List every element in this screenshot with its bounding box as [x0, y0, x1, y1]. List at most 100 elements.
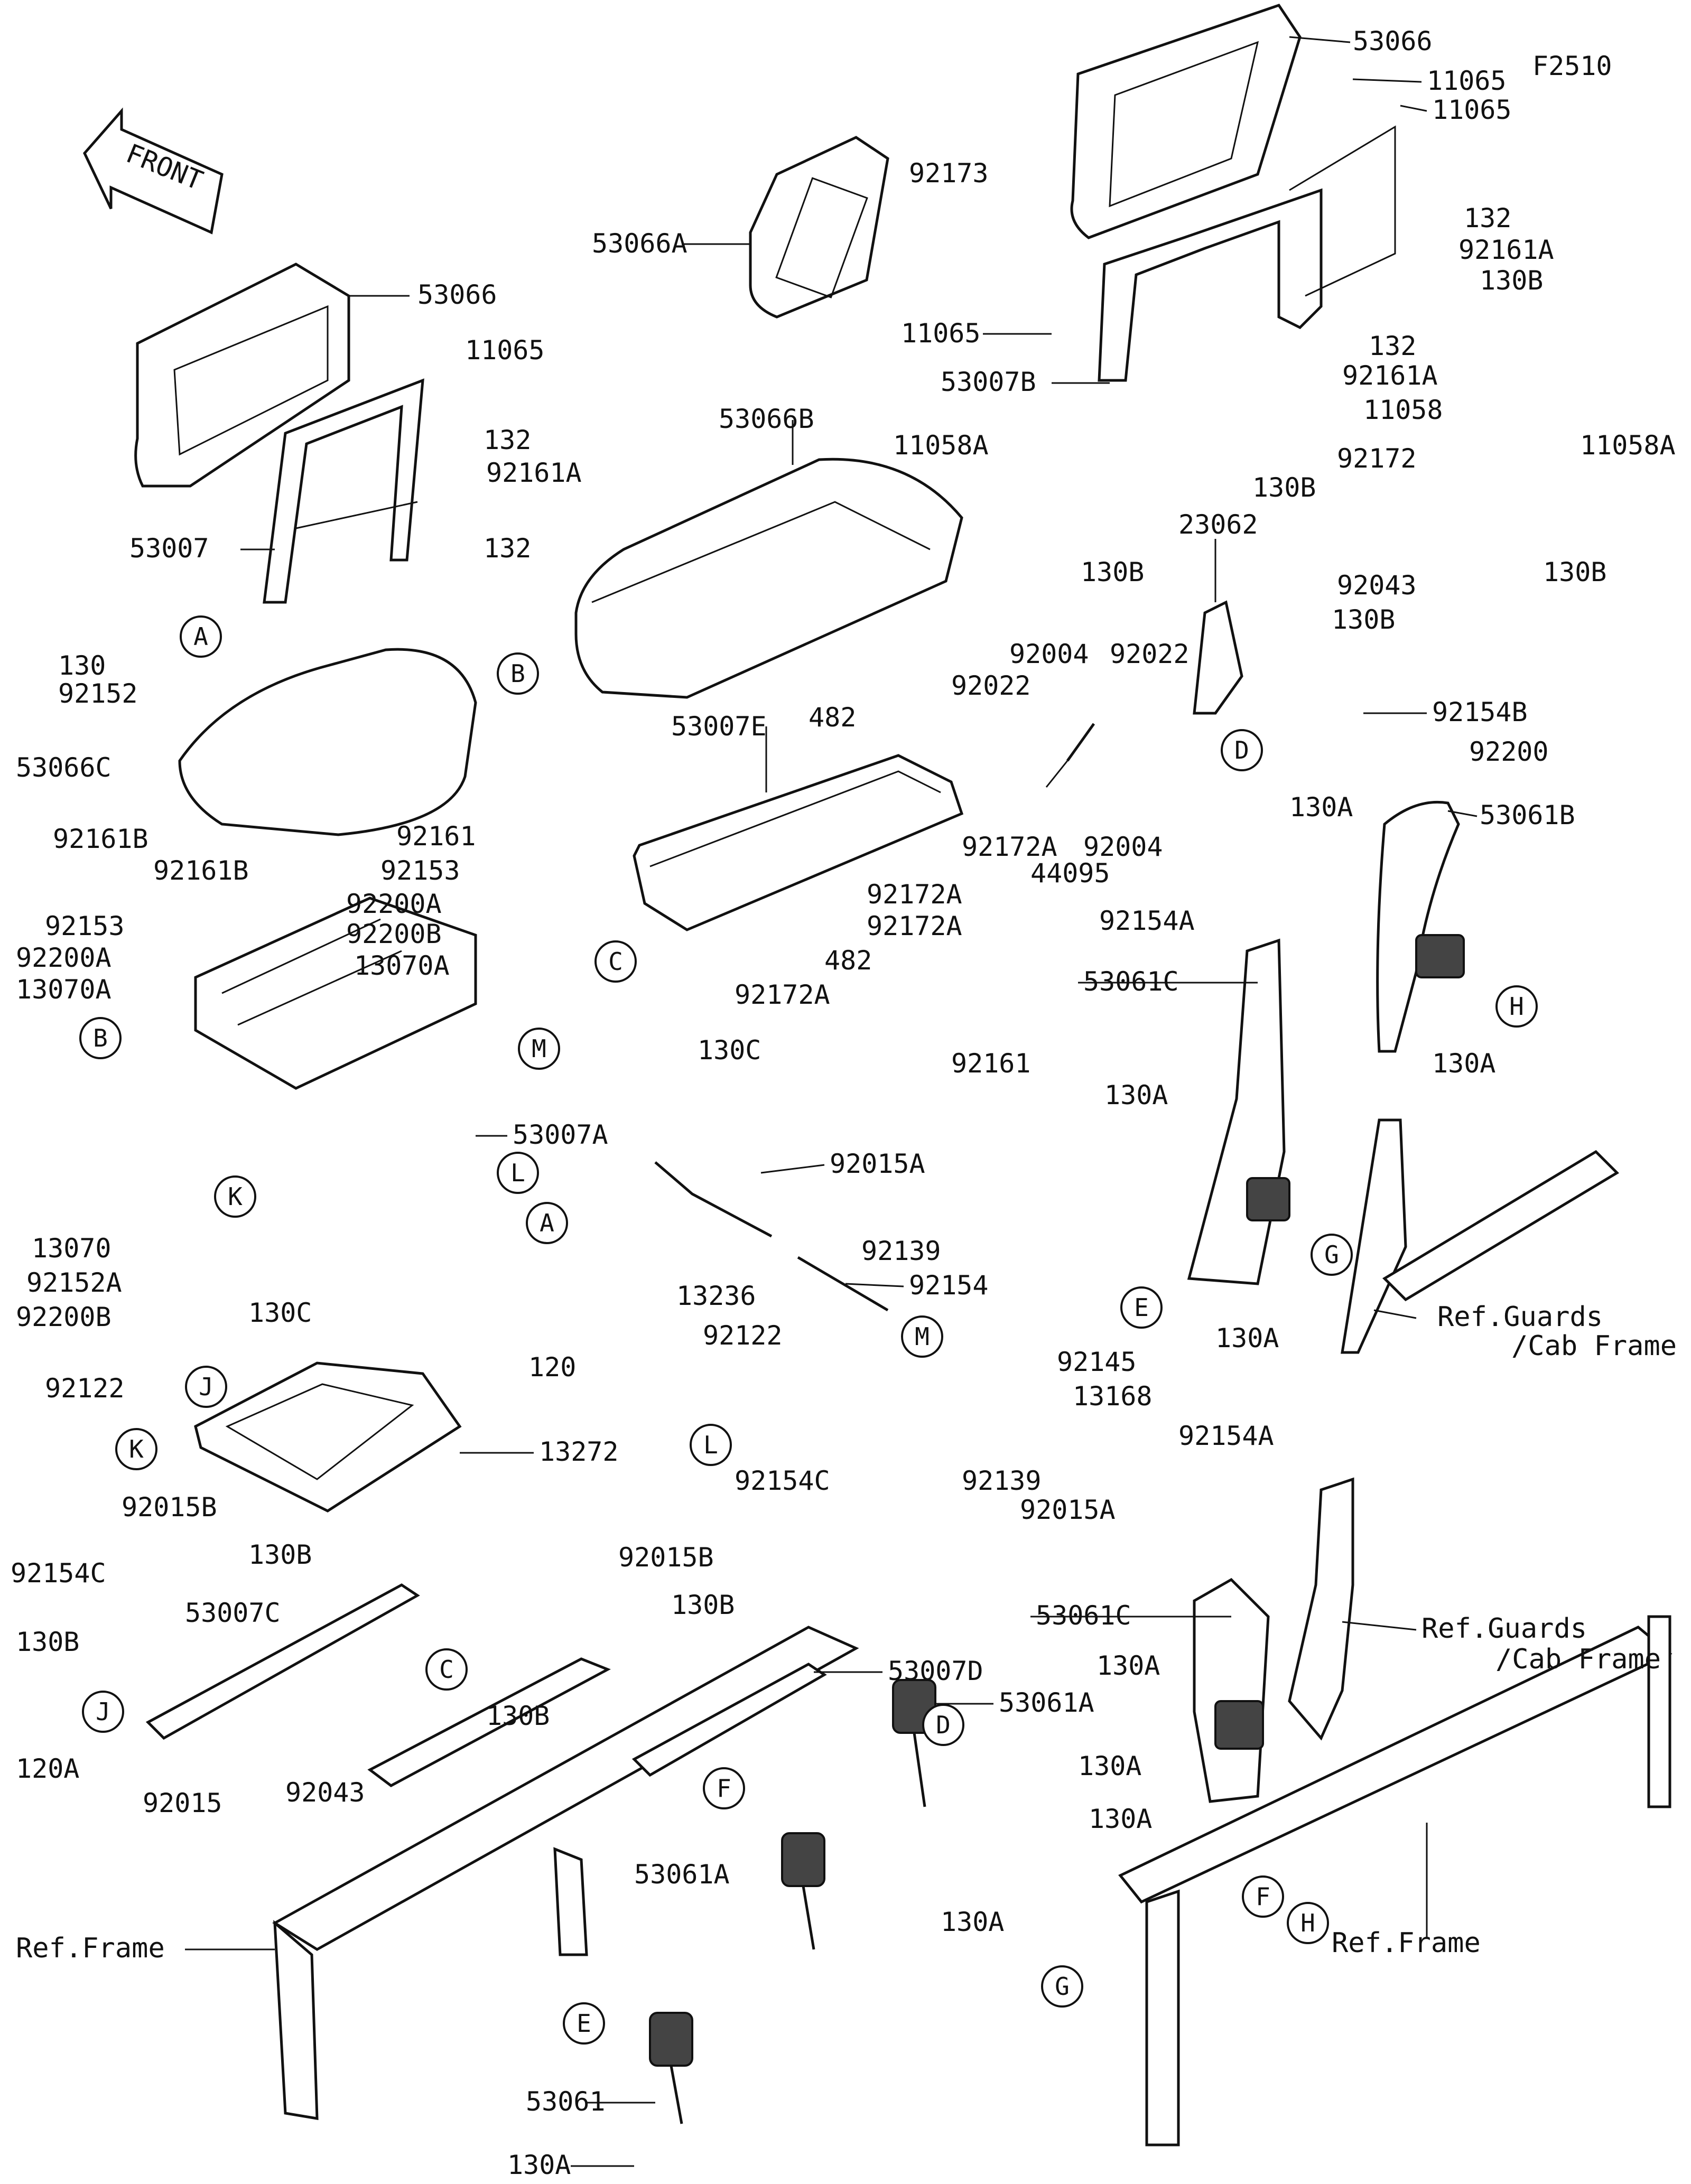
seat-frame-53007B-icon — [1098, 125, 1396, 382]
seat-belt-53061C-icon — [1187, 938, 1290, 1285]
label-92161A-left: 92161A — [486, 458, 582, 488]
label-482-b: 482 — [824, 945, 872, 976]
callout-B2: B — [79, 1017, 122, 1059]
callout-M1: M — [518, 1028, 560, 1070]
callout-H2: H — [1287, 1902, 1329, 1944]
headrest-53066-left-icon — [134, 263, 350, 488]
label-92161-b: 92161 — [951, 1048, 1031, 1079]
callout-K1: K — [214, 1175, 256, 1218]
label-132-a: 132 — [1464, 203, 1511, 234]
svg-text:B: B — [510, 659, 525, 688]
label-53061C-a: 53061C — [1083, 966, 1179, 997]
label-92015A-b: 92015A — [1020, 1495, 1116, 1525]
label-53066-top: 53066 — [1353, 26, 1433, 57]
callout-G2: G — [1041, 1965, 1083, 2008]
label-13070: 13070 — [32, 1233, 112, 1264]
label-92154: 92154 — [909, 1270, 989, 1301]
callout-C1: C — [594, 940, 637, 983]
label-92154A-b: 92154A — [1178, 1421, 1274, 1451]
label-482-a: 482 — [809, 702, 856, 733]
label-23062: 23062 — [1178, 509, 1258, 540]
seat-cushion-53066C-icon — [178, 648, 477, 836]
label-53066B: 53066B — [719, 404, 814, 434]
part-labels: 53066 11065 11065 92173 53066A 132 92161… — [11, 26, 1676, 2180]
label-92122-b: 92122 — [45, 1373, 125, 1404]
label-92172A-d: 92172A — [735, 979, 830, 1010]
ref-frame-right: Ref.Frame — [1332, 1927, 1481, 1959]
ref-guards-1-line1: Ref.Guards — [1437, 1301, 1603, 1333]
label-130C-a: 130C — [698, 1035, 761, 1066]
label-92173: 92173 — [909, 158, 989, 189]
figure-code: F2510 — [1532, 51, 1612, 81]
svg-text:K: K — [129, 1435, 144, 1463]
label-130A-a: 130A — [1289, 792, 1353, 823]
label-53007D: 53007D — [888, 1656, 983, 1686]
svg-text:H: H — [1509, 992, 1524, 1021]
label-53061A-b: 53061A — [634, 1859, 730, 1890]
label-130A-d: 130A — [1215, 1323, 1279, 1354]
buckle-53061-icon — [649, 2012, 693, 2124]
svg-text:M: M — [532, 1034, 546, 1063]
rail-53007D-icon — [631, 1663, 827, 1777]
label-132-b: 132 — [1369, 331, 1416, 361]
label-92154A-a: 92154A — [1099, 906, 1195, 936]
label-92122-a: 92122 — [703, 1320, 783, 1351]
headrest-53066-top-icon — [1070, 4, 1302, 239]
svg-text:F: F — [717, 1774, 731, 1803]
callout-A2: A — [526, 1202, 568, 1244]
label-130B-c: 130B — [1081, 557, 1144, 587]
callout-F2: F — [1242, 1875, 1284, 1918]
svg-text:D: D — [936, 1711, 951, 1739]
svg-text:A: A — [540, 1209, 554, 1237]
label-92022-b: 92022 — [1110, 639, 1190, 669]
label-130A-h: 130A — [1089, 1804, 1152, 1834]
callout-G1: G — [1311, 1234, 1353, 1276]
label-53007: 53007 — [129, 533, 209, 564]
callout-J1: J — [185, 1366, 227, 1408]
label-130B-g: 130B — [671, 1590, 735, 1620]
label-13168: 13168 — [1073, 1381, 1153, 1412]
label-53061: 53061 — [526, 2086, 606, 2117]
label-53066C: 53066C — [16, 752, 112, 783]
label-92153-b: 92153 — [45, 911, 125, 941]
label-92172A-c: 92172A — [867, 911, 962, 941]
label-13272: 13272 — [539, 1436, 619, 1467]
label-130B-a: 130B — [1480, 265, 1543, 296]
label-92172A-b: 92172A — [867, 879, 962, 910]
label-92200B-a: 92200B — [346, 919, 442, 949]
label-130B-e: 130B — [1332, 604, 1395, 635]
callout-B1: B — [497, 652, 539, 695]
label-92022-a: 92022 — [951, 670, 1031, 701]
svg-text:K: K — [228, 1182, 243, 1211]
label-92200A-a: 92200A — [346, 889, 442, 919]
label-132-left-a: 132 — [484, 425, 531, 455]
label-92004-b: 92004 — [1083, 832, 1163, 862]
label-53061A-a: 53061A — [999, 1687, 1094, 1718]
label-44095: 44095 — [1030, 858, 1110, 889]
label-53007B: 53007B — [941, 367, 1036, 397]
seat-slide-53007A-icon — [194, 897, 477, 1090]
label-53066A: 53066A — [592, 228, 687, 259]
callout-J2: J — [82, 1691, 124, 1733]
label-130A-i: 130A — [507, 2150, 571, 2180]
label-53007A: 53007A — [513, 1119, 608, 1150]
label-13070A-a: 13070A — [354, 950, 450, 981]
label-92172: 92172 — [1337, 443, 1417, 474]
label-11065-c: 11065 — [901, 318, 981, 349]
buckle-53061A-upper-icon — [892, 1679, 936, 1807]
svg-text:D: D — [1234, 736, 1249, 764]
callout-E1: E — [1120, 1286, 1163, 1329]
svg-text:C: C — [439, 1655, 454, 1684]
ref-guards-2-line2: /Cab Frame — [1495, 1644, 1661, 1675]
label-92161A-b: 92161A — [1342, 360, 1438, 391]
label-92043-a: 92043 — [1337, 570, 1417, 601]
svg-text:F: F — [1256, 1882, 1270, 1911]
label-130B-h: 130B — [16, 1627, 79, 1657]
svg-text:J: J — [199, 1373, 213, 1401]
label-92154B: 92154B — [1432, 697, 1528, 727]
label-130A-f: 130A — [1078, 1751, 1141, 1781]
label-130B-b: 130B — [1252, 472, 1316, 503]
label-92015: 92015 — [143, 1788, 222, 1818]
pin-92154-icon — [797, 1256, 889, 1312]
label-130: 130 — [58, 650, 106, 681]
